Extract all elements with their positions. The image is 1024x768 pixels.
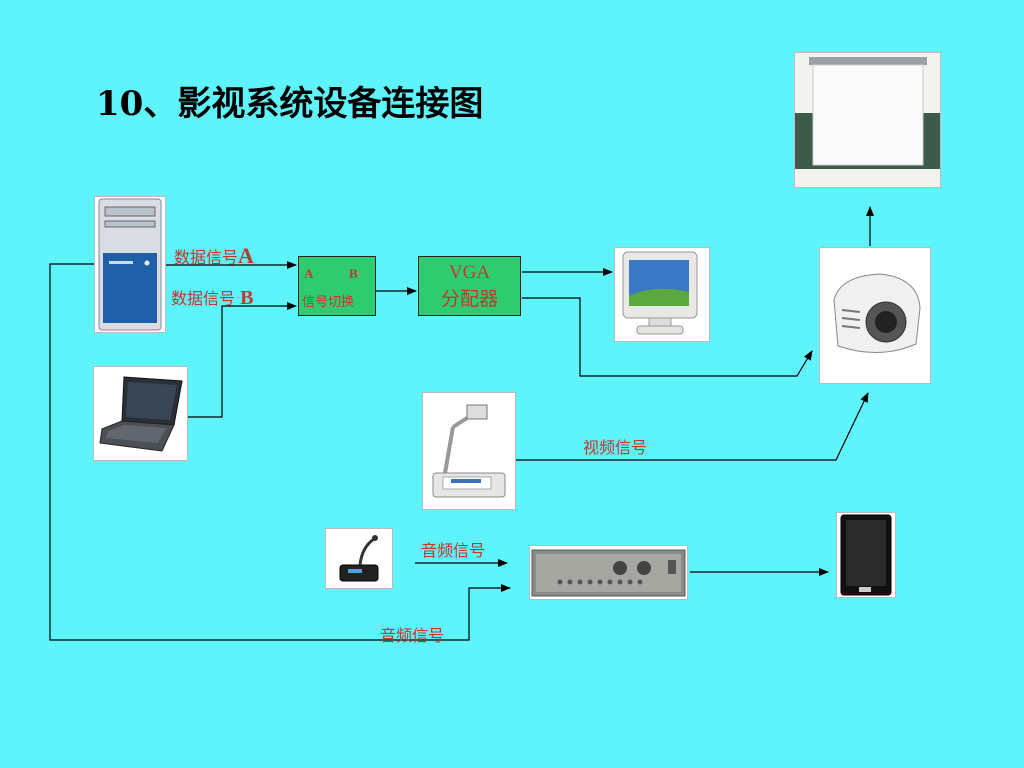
line-doccam-projector [514, 392, 869, 461]
label-audio-signal-mic: 音频信号 [421, 541, 486, 560]
laptop-image [93, 366, 188, 461]
amplifier-image [529, 545, 688, 600]
projection-screen-image [794, 52, 941, 188]
line-data-b [188, 302, 297, 418]
line-vga-projector [522, 297, 813, 377]
vga-line2: 分配器 [440, 288, 498, 310]
label-data-signal-b: 数据信号 B [171, 287, 254, 309]
loudspeaker-image [836, 512, 896, 598]
label-video-signal: 视频信号 [583, 438, 648, 457]
crt-monitor-image [614, 247, 710, 342]
signal-switch-box: A B 信号切换 [298, 256, 376, 316]
page-title: 10、影视系统设备连接图 [96, 84, 484, 124]
switch-caption: 信号切换 [302, 295, 355, 310]
label-audio-signal-pc: 音频信号 [380, 626, 445, 645]
switch-label-b: B [349, 266, 358, 281]
document-camera-image [422, 392, 516, 510]
projector-image [819, 247, 931, 384]
desktop-tower-image [94, 196, 166, 333]
line-pc-audio [49, 263, 511, 641]
vga-line1: VGA [448, 262, 491, 283]
label-data-signal-a: 数据信号A [174, 243, 254, 268]
microphone-image [325, 528, 393, 589]
switch-label-a: A [304, 266, 314, 281]
vga-distributor-box: VGA 分配器 [418, 256, 521, 316]
